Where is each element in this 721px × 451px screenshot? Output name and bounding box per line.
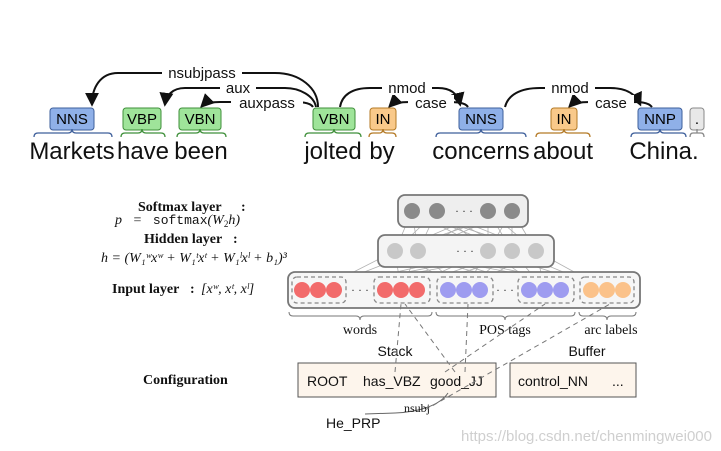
watermark: https://blog.csdn.net/chenmingwei000 bbox=[461, 428, 712, 445]
tag-label-8: . bbox=[695, 111, 699, 128]
stack-item-good: good_JJ bbox=[430, 373, 483, 389]
tag-label-0: NNS bbox=[56, 111, 88, 128]
input-node bbox=[326, 282, 342, 298]
tag-label-7: NNP bbox=[644, 111, 676, 128]
stack-label: Stack bbox=[377, 343, 413, 359]
input-group-words-a bbox=[291, 276, 347, 304]
input-ellipsis-words: · · · bbox=[351, 283, 369, 297]
word-4: by bbox=[369, 138, 394, 165]
child-word: He_PRP bbox=[326, 415, 380, 431]
hidden-node bbox=[387, 243, 403, 259]
group-label-pos: POS tags bbox=[479, 323, 531, 338]
configuration: Configuration Stack Buffer ROOT has_VBZ … bbox=[143, 303, 637, 431]
stack-item-has: has_VBZ bbox=[363, 373, 421, 389]
softmax-equation: p = softmax(W2h) bbox=[114, 213, 240, 229]
feature-lines bbox=[394, 303, 611, 411]
hidden-title: Hidden layer bbox=[144, 232, 222, 247]
hidden-ellipsis: · · · bbox=[456, 244, 474, 258]
softmax-layer-box bbox=[397, 194, 529, 228]
arc-label-nmod-1: nmod bbox=[388, 80, 426, 97]
word-2: been bbox=[174, 138, 227, 165]
word-1: have bbox=[117, 138, 169, 165]
buffer-label: Buffer bbox=[568, 343, 605, 359]
input-node bbox=[521, 282, 537, 298]
input-node bbox=[615, 282, 631, 298]
input-group-pos-b bbox=[517, 276, 575, 304]
tag-label-2: VBN bbox=[185, 111, 216, 128]
softmax-title: Softmax layer bbox=[138, 200, 222, 215]
input-node bbox=[409, 282, 425, 298]
input-group-arc bbox=[579, 276, 635, 304]
hidden-layer-box bbox=[377, 234, 555, 268]
stack-box bbox=[297, 362, 497, 398]
hidden-node bbox=[504, 243, 520, 259]
hidden-node bbox=[480, 243, 496, 259]
tag-label-3: VBN bbox=[319, 111, 350, 128]
arc-nsubjpass bbox=[85, 72, 319, 108]
tag-label-4: IN bbox=[376, 111, 391, 128]
input-node bbox=[310, 282, 326, 298]
buffer-box bbox=[509, 362, 637, 398]
buffer-item-more: ... bbox=[612, 373, 624, 389]
word-0: Markets bbox=[29, 138, 114, 165]
word-3: jolted bbox=[303, 138, 361, 165]
hidden-node bbox=[528, 243, 544, 259]
input-group-words-b bbox=[373, 276, 431, 304]
arc-label-aux: aux bbox=[226, 80, 251, 97]
input-node bbox=[377, 282, 393, 298]
word-braces bbox=[33, 128, 705, 138]
arc-label-case-1: case bbox=[415, 95, 447, 112]
arc-label-case-2: case bbox=[595, 95, 627, 112]
softmax-node bbox=[504, 203, 520, 219]
nn-nodes bbox=[294, 203, 631, 298]
group-label-arc: arc labels bbox=[584, 323, 637, 338]
svg-text::: : bbox=[241, 200, 246, 215]
nsubj-arc bbox=[364, 392, 449, 415]
softmax-node bbox=[404, 203, 420, 219]
word-7: China. bbox=[629, 138, 698, 165]
input-node bbox=[583, 282, 599, 298]
input-node bbox=[456, 282, 472, 298]
input-equation: [xʷ, xᵗ, xˡ] bbox=[201, 282, 254, 297]
svg-text::: : bbox=[190, 282, 195, 297]
configuration-title: Configuration bbox=[143, 373, 228, 388]
input-node bbox=[553, 282, 569, 298]
input-group-braces bbox=[288, 311, 637, 321]
arc-label-auxpass: auxpass bbox=[239, 95, 295, 112]
word-5: concerns bbox=[432, 138, 529, 165]
softmax-node bbox=[480, 203, 496, 219]
dependency-parse: nsubjpass aux auxpass nmod case nmod cas… bbox=[29, 64, 705, 165]
hidden-node bbox=[410, 243, 426, 259]
input-node bbox=[537, 282, 553, 298]
word-6: about bbox=[533, 138, 593, 165]
softmax-ellipsis: · · · bbox=[455, 204, 473, 218]
stack-item-root: ROOT bbox=[307, 373, 348, 389]
input-node bbox=[472, 282, 488, 298]
input-node bbox=[393, 282, 409, 298]
input-node bbox=[599, 282, 615, 298]
arc-label-nsubjpass: nsubjpass bbox=[168, 65, 236, 82]
tag-label-1: VBP bbox=[127, 111, 157, 128]
input-title: Input layer bbox=[112, 282, 179, 297]
softmax-node bbox=[429, 203, 445, 219]
input-node bbox=[294, 282, 310, 298]
svg-text::: : bbox=[233, 232, 238, 247]
nsubj-label: nsubj bbox=[404, 401, 430, 415]
hidden-equation: h = (W₁ʷxʷ + W₁ᵗxᵗ + W₁ˡxˡ + b₁)³ bbox=[101, 251, 288, 266]
input-group-pos-a bbox=[436, 276, 494, 304]
neural-network: Softmax layer : p = softmax(W2h) Hidden … bbox=[101, 194, 641, 338]
input-ellipsis-pos: · · · bbox=[496, 283, 514, 297]
tag-label-6: IN bbox=[557, 111, 572, 128]
buffer-item-control: control_NN bbox=[518, 373, 588, 389]
input-node bbox=[440, 282, 456, 298]
group-label-words: words bbox=[343, 323, 377, 338]
arc-label-nmod-2: nmod bbox=[551, 80, 589, 97]
tag-label-5: NNS bbox=[465, 111, 497, 128]
